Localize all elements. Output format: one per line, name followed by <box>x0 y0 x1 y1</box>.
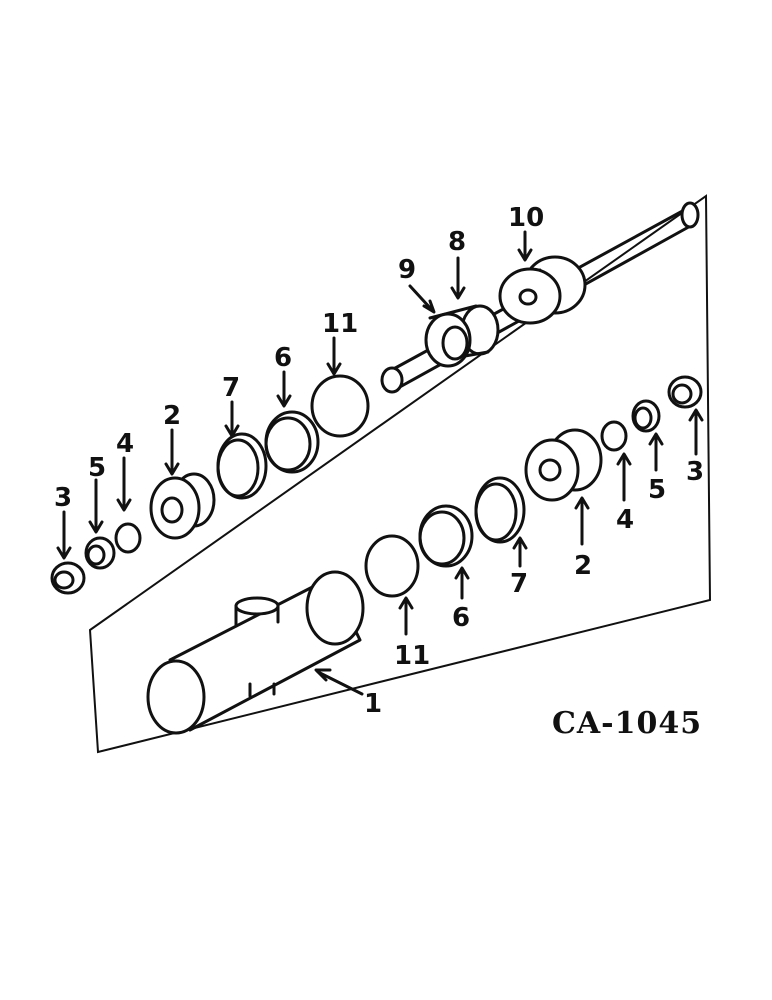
callout-labels: 10 8 9 11 6 7 2 4 5 3 3 5 4 2 7 6 11 1 <box>54 203 704 719</box>
left-parts <box>50 374 370 595</box>
callout-11-top: 11 <box>322 309 358 339</box>
leader-arrows <box>56 230 704 696</box>
frame-outline <box>88 194 712 754</box>
callout-1: 1 <box>364 689 382 719</box>
callout-3-left: 3 <box>54 483 72 513</box>
callout-3-right: 3 <box>686 457 704 487</box>
callout-6-top: 6 <box>274 343 292 373</box>
callout-2-right: 2 <box>574 551 592 581</box>
piston <box>498 255 587 325</box>
callout-10: 10 <box>508 203 544 233</box>
callout-4-right: 4 <box>616 505 634 535</box>
callout-8: 8 <box>448 227 466 257</box>
drawing-code: CA-1045 <box>552 706 702 741</box>
right-parts <box>364 375 703 598</box>
callout-4-left: 4 <box>116 429 134 459</box>
callout-5-left: 5 <box>88 453 106 483</box>
callout-2-left: 2 <box>163 401 181 431</box>
rod-sleeve <box>424 304 500 368</box>
cylinder-barrel <box>146 570 365 735</box>
callout-7-bottom: 7 <box>510 569 528 599</box>
right-end-cap <box>524 428 603 502</box>
left-end-cap <box>149 472 216 540</box>
callout-7-top: 7 <box>222 373 240 403</box>
callout-5-right: 5 <box>648 475 666 505</box>
callout-6-bottom: 6 <box>452 603 470 633</box>
rod-assembly <box>380 201 700 394</box>
callout-9: 9 <box>398 255 416 285</box>
callout-11-bottom: 11 <box>394 641 430 671</box>
